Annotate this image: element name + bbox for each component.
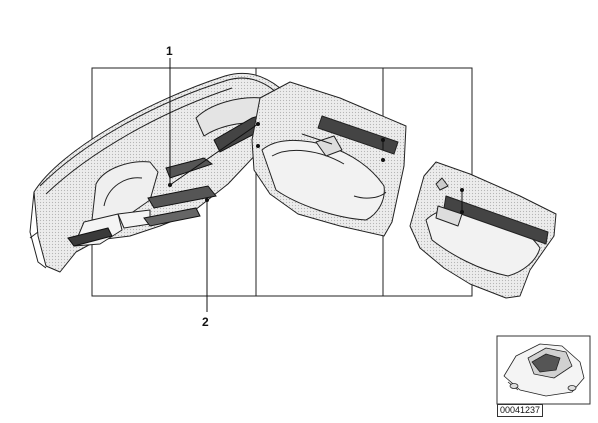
callout-label-1: 1: [166, 44, 173, 58]
car-location-thumbnail-icon: [496, 335, 591, 405]
callout-label-2: 2: [202, 315, 209, 329]
front-door-panel-icon: [251, 81, 407, 237]
rear-door-panel-icon: [409, 161, 557, 299]
diagram-reference-id: 00041237: [497, 404, 544, 417]
leader-lines: [169, 58, 463, 312]
leader-markers: [168, 122, 464, 214]
